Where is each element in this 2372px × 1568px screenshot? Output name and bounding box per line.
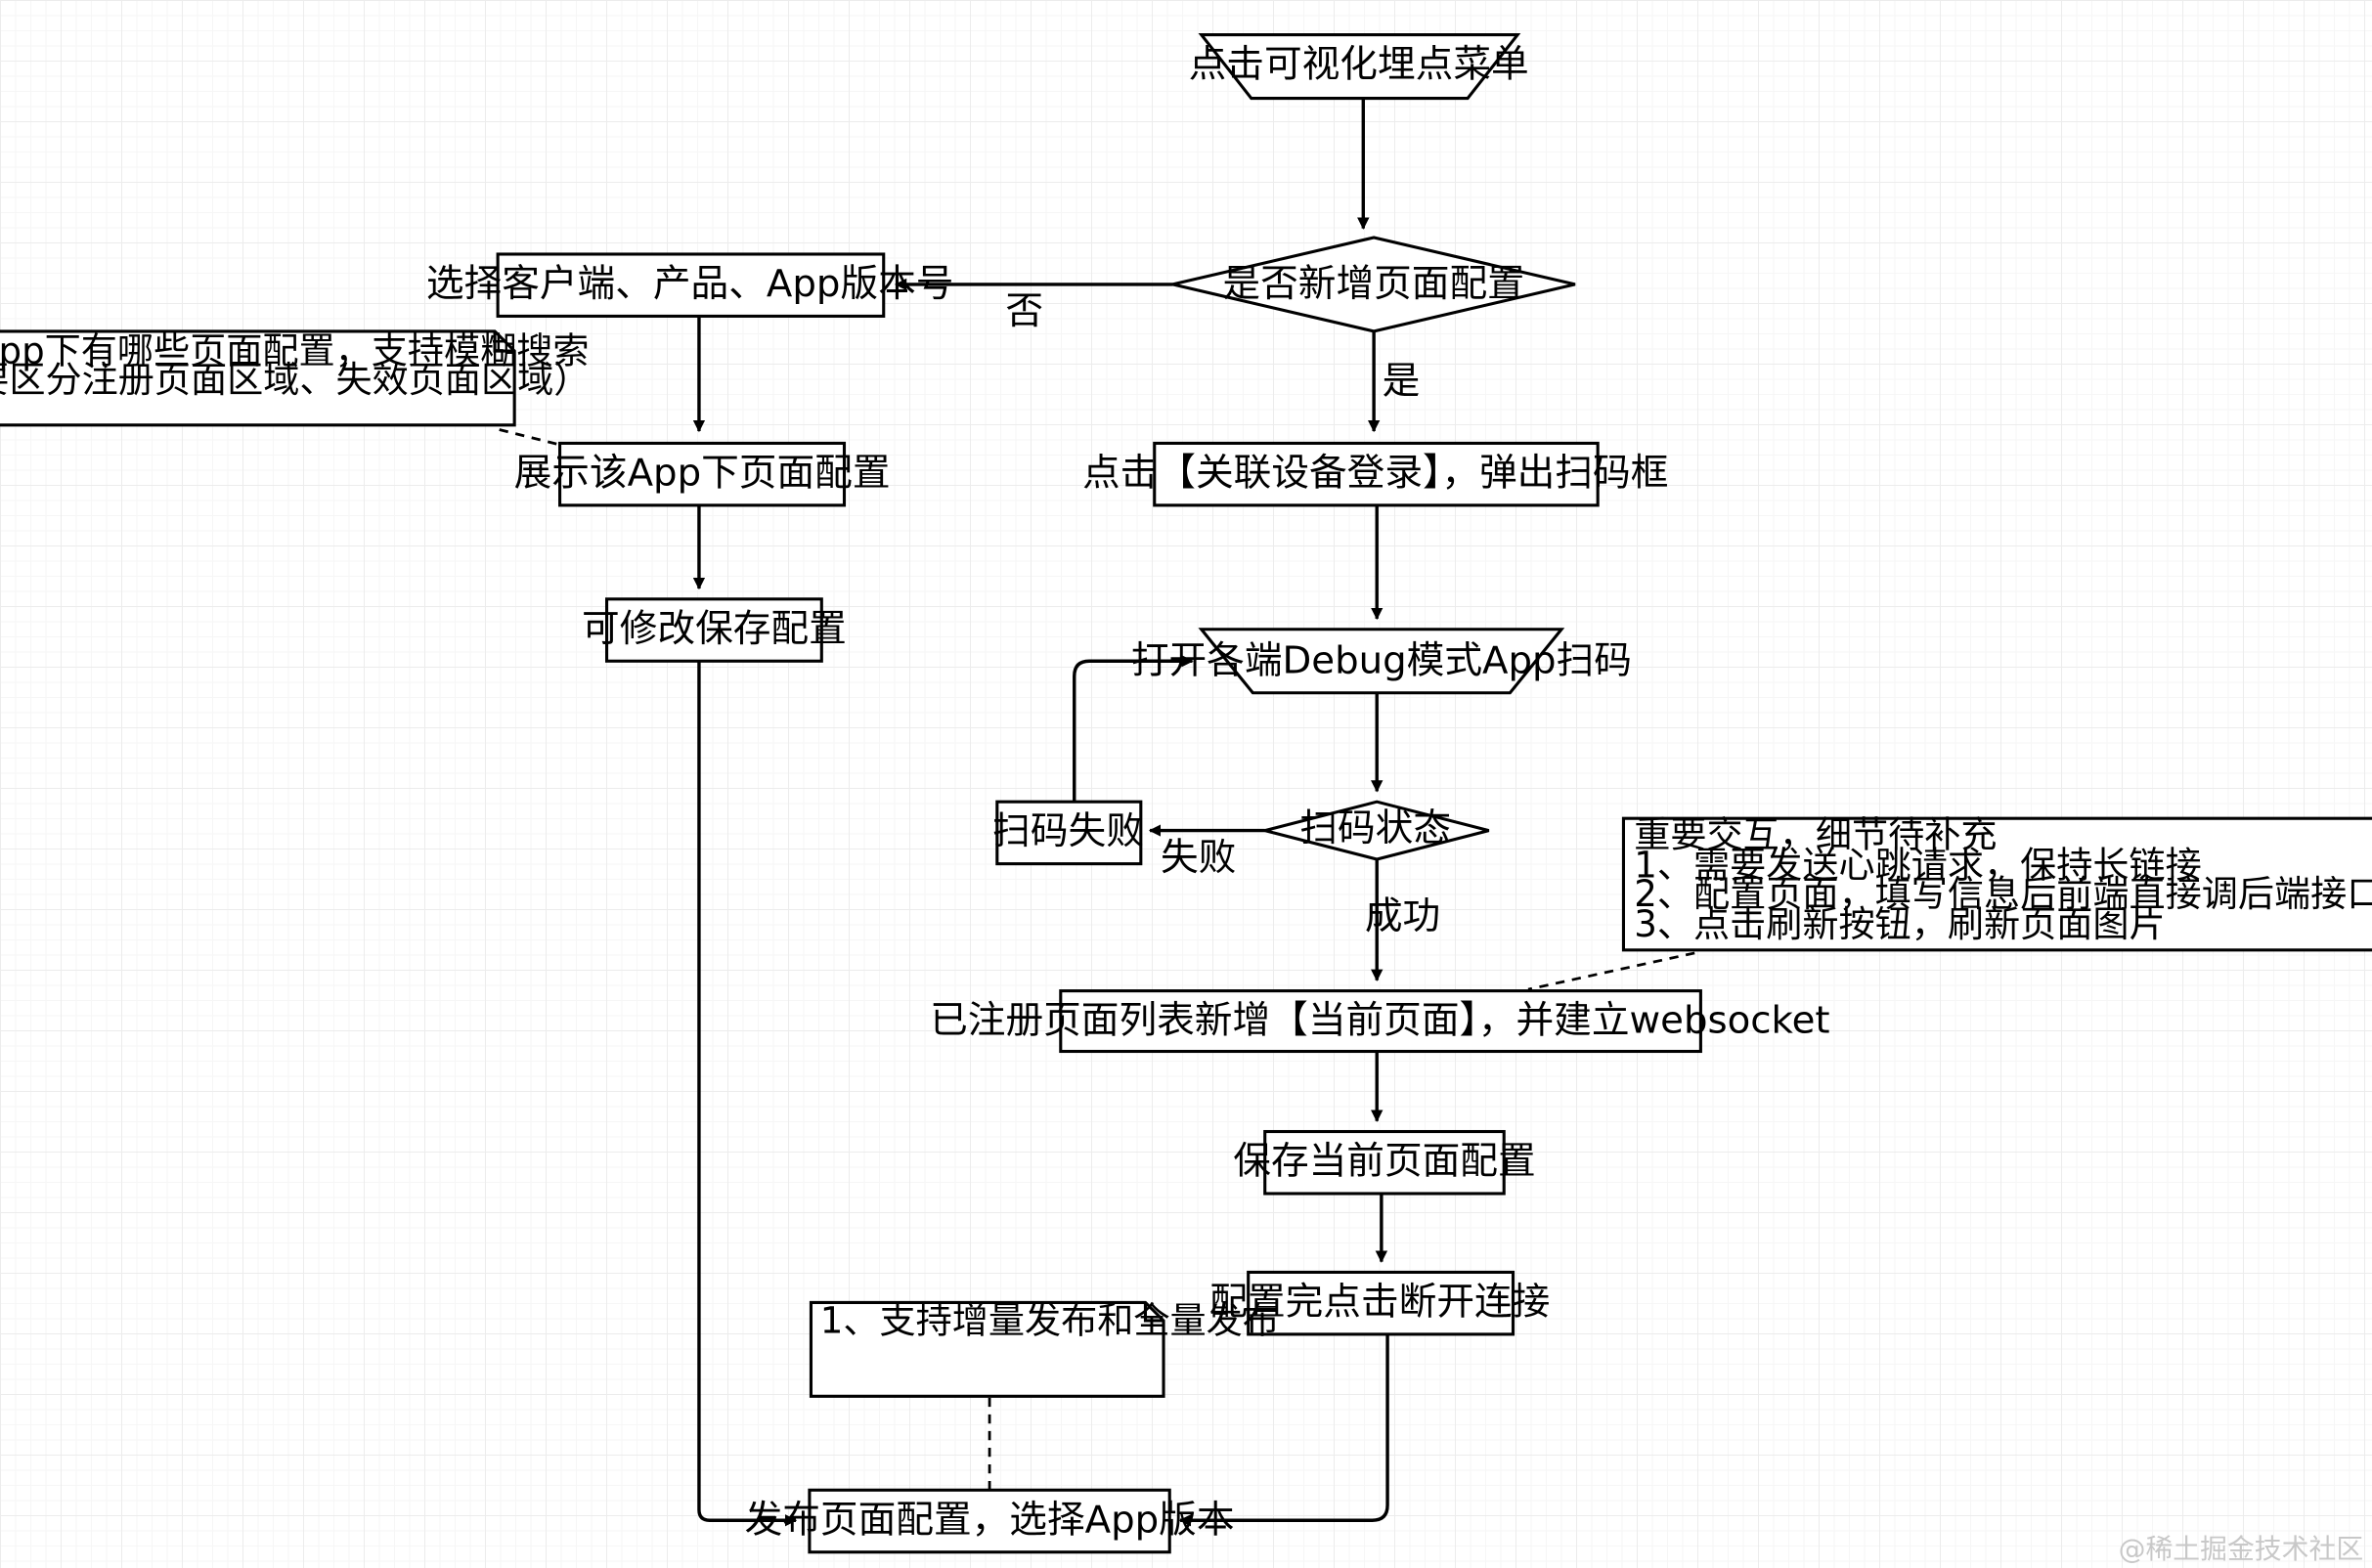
note-interaction-line-4: 3、点击刷新按钮，刷新页面图片 [1634,903,2165,945]
watermark: @稀土掘金技术社区 [2119,1533,2364,1565]
note-publish: 1、支持增量发布和全量发布 [809,1299,1279,1398]
edges [499,98,1695,1527]
edge-label-no: 否 [1005,289,1043,333]
note-publish-line-1: 1、支持增量发布和全量发布 [820,1299,1279,1341]
select-client-label: 选择客户端、产品、App版本号 [426,262,954,306]
registered-node: 已注册页面列表新增【当前页面】，并建立websocket [930,989,1830,1054]
click-login-label: 点击【关联设备登录】，弹出扫码框 [1082,451,1668,495]
start-label: 点击可视化埋点菜单 [1189,43,1529,87]
start-node: 点击可视化埋点菜单 [1189,33,1529,101]
publish-node: 发布页面配置，选择App版本 [745,1488,1235,1554]
note-search-line-2: （需要区分注册页面区域、失效页面区域） [0,359,590,401]
note-interaction: 重要交互，细节待补充 1、需要发送心跳请求，保持长链接 2、配置页面，填写信息后… [1621,814,2372,952]
open-debug-label: 打开各端Debug模式App扫码 [1131,638,1632,682]
note-link-interaction [1527,951,1695,991]
note-interaction-line-3: 2、配置页面，填写信息后前端直接调后端接口完成配置保存 [1634,873,2372,915]
edit-save-node: 可修改保存配置 [582,597,847,663]
publish-label: 发布页面配置，选择App版本 [745,1498,1235,1542]
scan-fail-node: 扫码失败 [992,800,1144,866]
edge-disconnect-to-publish [1178,1333,1389,1527]
decision-new-page-label: 是否新增页面配置 [1222,262,1524,306]
edge-edit-to-publish [697,661,798,1527]
note-search-line-1: 搜索App下有哪些页面配置，支持模糊搜索 [0,329,590,371]
edge-label-fail: 失败 [1161,836,1236,880]
scan-status-label: 扫码状态 [1299,806,1451,850]
show-pages-label: 展示该App下页面配置 [514,451,891,495]
disconnect-label: 配置完点击断开连接 [1209,1280,1550,1324]
show-pages-node: 展示该App下页面配置 [514,441,891,507]
scan-fail-label: 扫码失败 [992,809,1144,853]
edit-save-label: 可修改保存配置 [582,607,847,651]
select-client-node: 选择客户端、产品、App版本号 [426,252,954,318]
registered-label: 已注册页面列表新增【当前页面】，并建立websocket [930,999,1829,1043]
disconnect-node: 配置完点击断开连接 [1209,1270,1550,1336]
note-search: 搜索App下有哪些页面配置，支持模糊搜索 （需要区分注册页面区域、失效页面区域） [0,329,590,427]
scan-status-node: 扫码状态 [1264,800,1490,861]
click-login-node: 点击【关联设备登录】，弹出扫码框 [1082,441,1668,507]
note-link-search [499,428,560,447]
note-interaction-line-2: 1、需要发送心跳请求，保持长链接 [1634,845,2202,887]
edge-fail-retry [1073,655,1194,803]
note-interaction-line-1: 重要交互，细节待补充 [1634,814,1997,856]
decision-new-page: 是否新增页面配置 [1171,236,1576,333]
open-debug-node: 打开各端Debug模式App扫码 [1131,628,1632,695]
edge-label-success: 成功 [1365,894,1440,938]
save-current-node: 保存当前页面配置 [1233,1129,1536,1196]
edge-label-yes: 是 [1383,359,1421,403]
save-current-label: 保存当前页面配置 [1233,1140,1535,1184]
